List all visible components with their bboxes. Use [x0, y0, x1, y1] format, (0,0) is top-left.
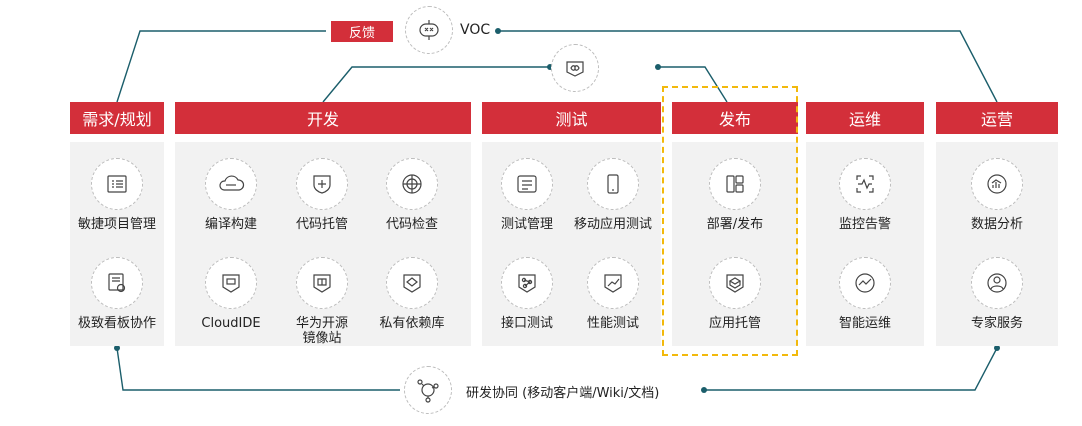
radar-scan-icon — [386, 158, 438, 210]
infinity-loop-icon — [566, 61, 584, 77]
phase-title: 开发 — [175, 102, 471, 134]
phase-operation: 运营 数据分析 专家服务 — [936, 102, 1058, 346]
tool-mobile-testing[interactable]: 移动应用测试 — [565, 158, 661, 232]
phase-testing: 测试 测试管理 移动应用测试 — [482, 102, 661, 346]
tool-build[interactable]: 编译构建 — [183, 158, 279, 232]
dev-loop-line — [322, 66, 550, 103]
tool-test-management[interactable]: 测试管理 — [479, 158, 575, 232]
smart-ops-icon — [839, 257, 891, 309]
tool-app-hosting[interactable]: 应用托管 — [687, 257, 783, 331]
collab-loop-line — [116, 347, 400, 391]
phase-title: 发布 — [672, 102, 798, 134]
app-box-icon — [709, 257, 761, 309]
phase-requirements: 需求/规划 敏捷项目管理 极致看板协作 — [70, 102, 164, 346]
tool-private-repo[interactable]: 私有依赖库 — [364, 257, 460, 331]
collab-dot-mid — [701, 387, 707, 393]
tool-smart-ops[interactable]: 智能运维 — [817, 257, 913, 331]
voc-node — [405, 6, 453, 54]
performance-chart-icon — [587, 257, 639, 309]
tool-deploy[interactable]: 部署/发布 — [687, 158, 783, 232]
collaboration-hub-icon — [417, 379, 439, 403]
collab-dot-left — [114, 345, 120, 351]
collab-loop-line-right — [704, 347, 998, 391]
monitor-wave-icon — [839, 158, 891, 210]
cloud-build-icon — [205, 158, 257, 210]
tool-performance-testing[interactable]: 性能测试 — [565, 257, 661, 331]
tool-code-check[interactable]: 代码检查 — [364, 158, 460, 232]
phase-body: 编译构建 代码托管 代码检查 — [175, 142, 471, 346]
dev-loop-line-right — [658, 66, 728, 103]
ide-window-icon — [205, 257, 257, 309]
kanban-icon — [91, 257, 143, 309]
test-list-icon — [501, 158, 553, 210]
voc-dot — [495, 28, 501, 34]
tool-agile-project[interactable]: 敏捷项目管理 — [69, 158, 165, 232]
voc-loop-line-left — [116, 30, 326, 103]
list-card-icon — [91, 158, 143, 210]
voc-cycle-icon — [419, 20, 439, 40]
phase-title: 测试 — [482, 102, 661, 134]
dev-dot-right — [655, 64, 661, 70]
tool-kanban[interactable]: 极致看板协作 — [69, 257, 165, 331]
tool-api-testing[interactable]: 接口测试 — [479, 257, 575, 331]
phase-release: 发布 部署/发布 应用托管 — [672, 102, 798, 346]
phase-body: 数据分析 专家服务 — [936, 142, 1058, 346]
tool-monitoring[interactable]: 监控告警 — [817, 158, 913, 232]
phase-title: 运营 — [936, 102, 1058, 134]
phase-development: 开发 编译构建 代码托管 — [175, 102, 471, 346]
mobile-phone-icon — [587, 158, 639, 210]
dev-loop-node — [551, 44, 599, 92]
voc-loop-line — [498, 30, 998, 103]
collab-node — [404, 366, 452, 414]
tool-open-source-mirror[interactable]: 华为开源 镜像站 — [274, 257, 370, 346]
voc-label: VOC — [460, 22, 491, 38]
api-nodes-icon — [501, 257, 553, 309]
phase-body: 测试管理 移动应用测试 接口测试 — [482, 142, 661, 346]
tool-code-hosting[interactable]: 代码托管 — [274, 158, 370, 232]
feedback-pill: 反馈 — [331, 21, 393, 42]
phase-title: 需求/规划 — [70, 102, 164, 134]
analytics-icon — [971, 158, 1023, 210]
package-repo-icon — [386, 257, 438, 309]
open-book-icon — [296, 257, 348, 309]
phase-body: 敏捷项目管理 极致看板协作 — [70, 142, 164, 346]
tool-data-analysis[interactable]: 数据分析 — [949, 158, 1045, 232]
phase-body: 监控告警 智能运维 — [806, 142, 924, 346]
phase-operations: 运维 监控告警 智能运维 — [806, 102, 924, 346]
expert-service-icon — [971, 257, 1023, 309]
tool-expert-service[interactable]: 专家服务 — [949, 257, 1045, 331]
collab-label: 研发协同 (移动客户端/Wiki/文档) — [466, 386, 660, 401]
shield-code-icon — [296, 158, 348, 210]
tool-cloudide[interactable]: CloudIDE — [183, 257, 279, 331]
deploy-grid-icon — [709, 158, 761, 210]
phase-body: 部署/发布 应用托管 — [672, 142, 798, 346]
collab-dot-right — [994, 345, 1000, 351]
phase-title: 运维 — [806, 102, 924, 134]
